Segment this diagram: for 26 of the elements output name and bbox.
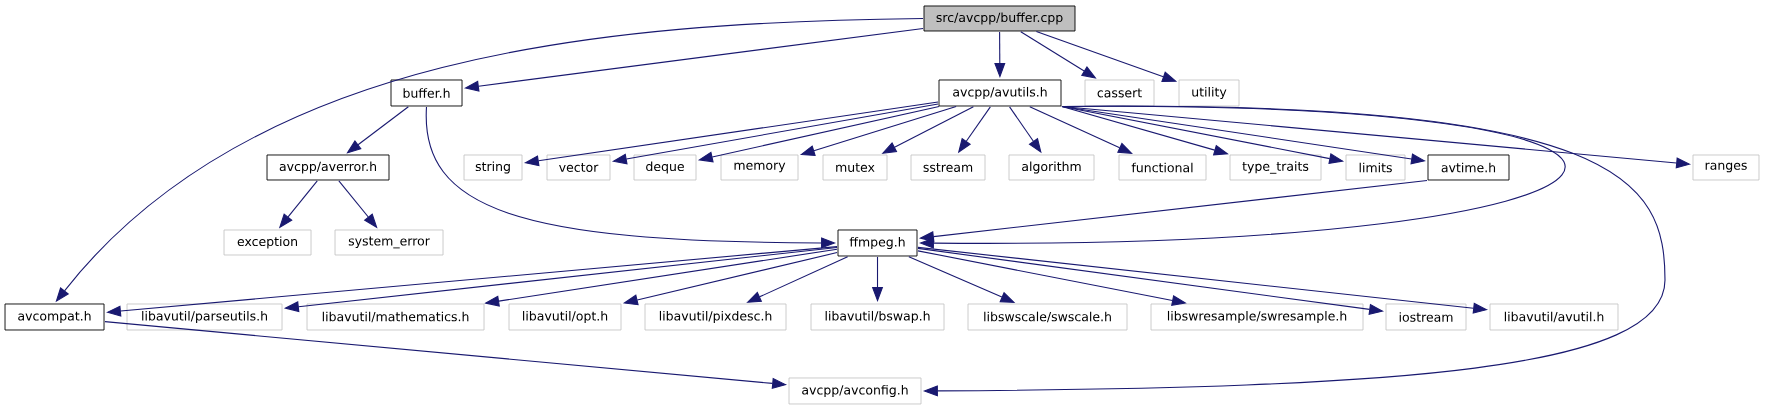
file-box: libavutil/mathematics.h bbox=[306, 303, 485, 331]
file-box: exception bbox=[223, 229, 312, 256]
file-box: buffer.h bbox=[390, 79, 463, 107]
file-box: ffmpeg.h bbox=[837, 229, 918, 257]
file-box: libswresample/swresample.h bbox=[1150, 303, 1364, 331]
file-box: memory bbox=[720, 154, 799, 181]
file-box: libavutil/bswap.h bbox=[810, 303, 945, 331]
file-box: src/avcpp/buffer.cpp bbox=[923, 5, 1076, 32]
file-box: cassert bbox=[1084, 79, 1155, 107]
file-box: string bbox=[463, 154, 523, 181]
file-box: libavutil/avutil.h bbox=[1489, 303, 1619, 331]
file-box: libswscale/swscale.h bbox=[967, 303, 1128, 331]
file-box: avcpp/avutils.h bbox=[938, 79, 1062, 107]
file-box: utility bbox=[1178, 79, 1240, 107]
file-box: libavutil/opt.h bbox=[508, 303, 622, 331]
file-box: system_error bbox=[334, 229, 444, 256]
file-box: avcpp/avconfig.h bbox=[788, 377, 922, 405]
file-box: mutex bbox=[822, 154, 888, 181]
file-box: ranges bbox=[1692, 154, 1760, 181]
file-box: avcompat.h bbox=[4, 303, 105, 331]
file-box: avcpp/averror.h bbox=[266, 154, 390, 181]
file-box: libavutil/parseutils.h bbox=[126, 303, 283, 331]
file-box: libavutil/pixdesc.h bbox=[644, 303, 787, 331]
file-box: iostream bbox=[1385, 303, 1467, 331]
file-box: vector bbox=[546, 154, 611, 181]
file-box: deque bbox=[633, 154, 697, 181]
